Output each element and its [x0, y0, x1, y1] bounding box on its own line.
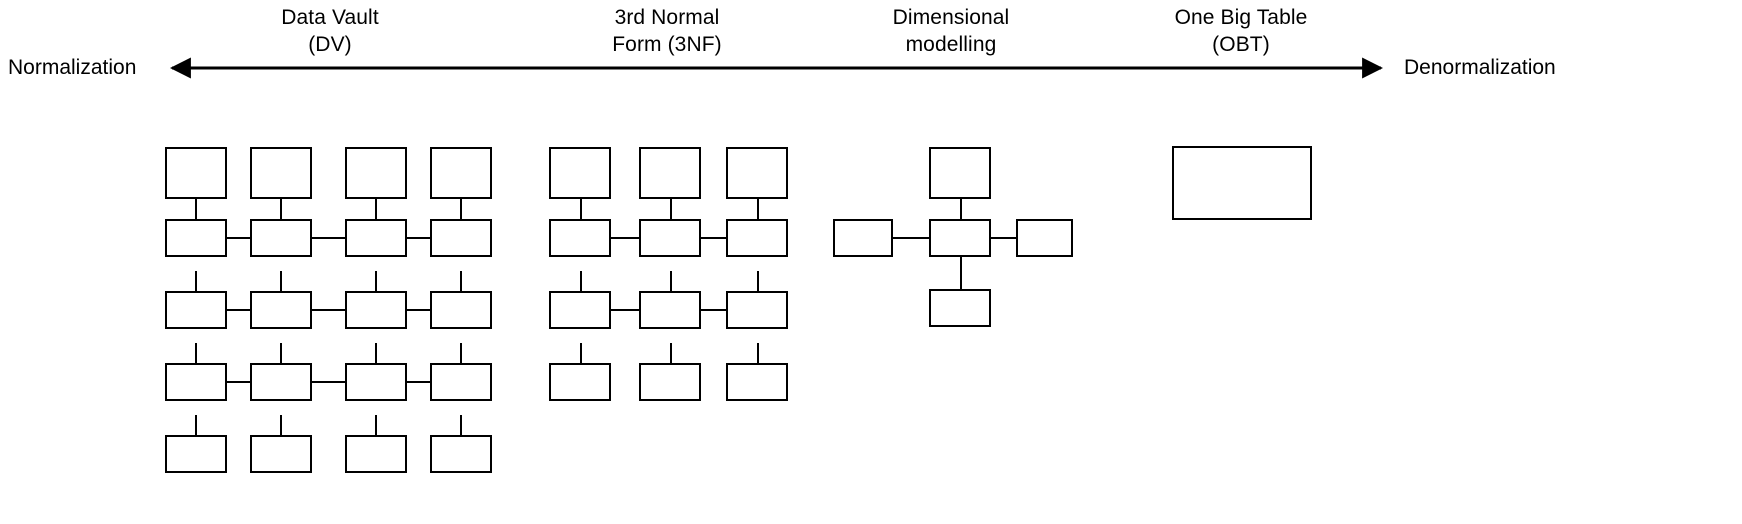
connector-vertical: [670, 343, 672, 375]
connector-horizontal: [226, 237, 252, 239]
column-label-dv: Data Vault (DV): [281, 6, 379, 56]
entity-box[interactable]: [726, 291, 788, 329]
entity-box[interactable]: [726, 363, 788, 401]
connector-vertical: [195, 415, 197, 447]
entity-box[interactable]: [639, 363, 701, 401]
connector-horizontal: [406, 237, 432, 239]
entity-box[interactable]: [345, 363, 407, 401]
entity-box[interactable]: [549, 363, 611, 401]
connector-vertical: [670, 271, 672, 303]
entity-box[interactable]: [165, 363, 227, 401]
connector-horizontal: [701, 309, 728, 311]
connector-vertical: [375, 343, 377, 375]
connector-horizontal: [406, 309, 432, 311]
entity-box[interactable]: [345, 219, 407, 257]
connector-horizontal: [991, 237, 1016, 239]
connector-vertical: [280, 415, 282, 447]
connector-horizontal: [701, 237, 728, 239]
connector-vertical: [195, 343, 197, 375]
fact-box-center[interactable]: [929, 219, 991, 257]
connector-horizontal: [226, 309, 252, 311]
entity-box[interactable]: [726, 147, 788, 199]
connector-vertical: [460, 199, 462, 231]
entity-box[interactable]: [430, 291, 492, 329]
connector-vertical: [195, 271, 197, 303]
entity-box[interactable]: [165, 435, 227, 473]
axis-label-normalization: Normalization: [8, 56, 137, 79]
entity-box[interactable]: [345, 435, 407, 473]
entity-box[interactable]: [165, 291, 227, 329]
entity-box[interactable]: [165, 147, 227, 199]
connector-vertical: [580, 199, 582, 231]
connector-vertical: [460, 415, 462, 447]
connector-horizontal: [226, 381, 252, 383]
column-label-dimensional: Dimensional modelling: [892, 6, 1010, 56]
connector-horizontal: [611, 237, 641, 239]
schema-3nf: [0, 0, 820, 524]
entity-box[interactable]: [250, 363, 312, 401]
connector-vertical: [960, 199, 962, 231]
dimension-box-top[interactable]: [929, 147, 991, 199]
connector-vertical: [960, 257, 962, 289]
entity-box[interactable]: [639, 291, 701, 329]
connector-horizontal: [406, 381, 432, 383]
schema-data-vault: [0, 0, 500, 524]
connector-vertical: [375, 271, 377, 303]
connector-vertical: [195, 199, 197, 231]
entity-box[interactable]: [430, 219, 492, 257]
entity-box[interactable]: [549, 291, 611, 329]
column-label-obt: One Big Table (OBT): [1174, 6, 1308, 56]
entity-box[interactable]: [345, 147, 407, 199]
entity-box[interactable]: [430, 147, 492, 199]
connector-vertical: [280, 271, 282, 303]
connector-vertical: [375, 415, 377, 447]
entity-box[interactable]: [549, 219, 611, 257]
connector-vertical: [460, 343, 462, 375]
connector-vertical: [757, 343, 759, 375]
connector-horizontal: [611, 309, 641, 311]
connector-vertical: [670, 199, 672, 231]
dimension-box-bottom[interactable]: [929, 289, 991, 327]
entity-box[interactable]: [639, 147, 701, 199]
connector-vertical: [460, 271, 462, 303]
connector-horizontal: [311, 237, 347, 239]
connector-vertical: [580, 271, 582, 303]
entity-box[interactable]: [165, 219, 227, 257]
connector-vertical: [757, 271, 759, 303]
axis-label-denormalization: Denormalization: [1404, 56, 1556, 79]
entity-box[interactable]: [639, 219, 701, 257]
connector-vertical: [280, 343, 282, 375]
connector-vertical: [375, 199, 377, 231]
entity-box[interactable]: [345, 291, 407, 329]
connector-horizontal: [311, 309, 347, 311]
connector-horizontal: [893, 237, 931, 239]
schema-dimensional: [833, 147, 1073, 327]
entity-box[interactable]: [549, 147, 611, 199]
entity-box[interactable]: [250, 291, 312, 329]
dimension-box-right[interactable]: [1016, 219, 1073, 257]
entity-box[interactable]: [726, 219, 788, 257]
entity-box[interactable]: [250, 147, 312, 199]
column-label-3nf: 3rd Normal Form (3NF): [612, 6, 722, 56]
entity-box[interactable]: [430, 363, 492, 401]
connector-horizontal: [311, 381, 347, 383]
one-big-table-box[interactable]: [1172, 146, 1312, 220]
dimension-box-left[interactable]: [833, 219, 893, 257]
connector-vertical: [580, 343, 582, 375]
connector-vertical: [757, 199, 759, 231]
entity-box[interactable]: [250, 435, 312, 473]
entity-box[interactable]: [430, 435, 492, 473]
entity-box[interactable]: [250, 219, 312, 257]
connector-vertical: [280, 199, 282, 231]
